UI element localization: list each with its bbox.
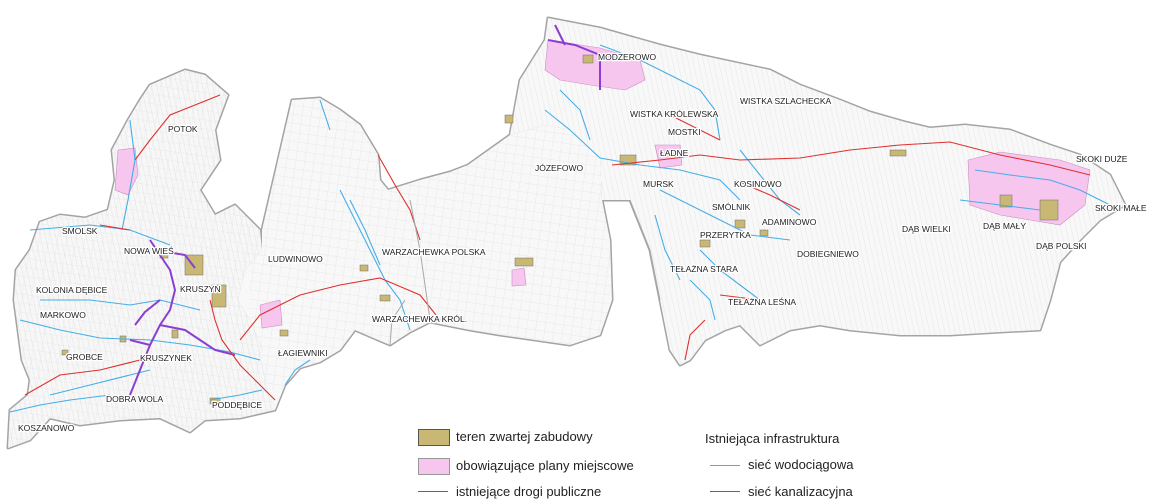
- place-label-halo-podebice: PODDĘBICE: [212, 400, 262, 410]
- local-plans-areas: [114, 39, 1091, 329]
- place-label-halo-jozefowo: JÓZEFOWO: [535, 163, 584, 173]
- place-label-skoki-duze: SKOKI DUŻE: [1076, 154, 1128, 164]
- place-label-halo-skoki-duze: SKOKI DUŻE: [1076, 154, 1128, 164]
- place-label-halo-smolnik: SMÓLNIK: [712, 202, 751, 212]
- place-label-markowo: MARKOWO: [40, 310, 86, 320]
- place-label-warzachewka-polska: WARZACHEWKA POLSKA: [382, 247, 486, 257]
- legend-label-wod: sieć wodociągowa: [748, 457, 854, 472]
- legend-swatch-plany: [418, 458, 450, 475]
- place-label-halo-wistka-szlachecka: WISTKA SZLACHECKA: [740, 96, 831, 106]
- place-label-halo-ladne: ŁADNE: [660, 148, 689, 158]
- place-label-koszanowo: KOSZANOWO: [18, 423, 75, 433]
- district-boundaries: [389, 199, 661, 346]
- place-label-telazna-stara: TEŁAŻNA STARA: [670, 264, 738, 274]
- place-label-warzachewka-krol: WARZACHEWKA KRÓL.: [372, 314, 467, 324]
- place-label-halo-ludwinowo: LUDWINOWO: [268, 254, 323, 264]
- place-label-grobce: GROBCE: [66, 352, 103, 362]
- place-label-modzerowo: MODZEROWO: [598, 52, 656, 62]
- place-label-skoki-male: SKOKI MAŁE: [1095, 203, 1147, 213]
- place-label-halo-nowa-wies: NOWA WIEŚ: [124, 245, 174, 256]
- place-label-ludwinowo: LUDWINOWO: [268, 254, 323, 264]
- place-label-halo-telazna-lesna: TEŁAŻNA LEŚNA: [728, 296, 796, 307]
- place-label-dab-polski: DĄB POLSKI: [1036, 241, 1087, 251]
- place-label-potok: POTOK: [168, 124, 198, 134]
- place-label-halo-kruszyn: KRUSZYN: [180, 284, 221, 294]
- place-label-halo-przerytka: PRZERYTKA: [700, 230, 751, 240]
- place-label-halo-grobce: GROBCE: [66, 352, 103, 362]
- place-label-halo-koszanowo: KOSZANOWO: [18, 423, 75, 433]
- place-label-smolnik: SMÓLNIK: [712, 202, 751, 212]
- legend-label-kan: sieć kanalizacyjna: [748, 484, 853, 499]
- legend-swatch-zabudowa: [418, 429, 450, 446]
- sewage-network: [129, 24, 601, 396]
- place-label-nowa-wies: NOWA WIEŚ: [124, 245, 174, 256]
- legend-label-zabudowa: teren zwartej zabudowy: [456, 429, 593, 444]
- place-label-podebice: PODDĘBICE: [212, 400, 262, 410]
- place-label-halo-adaminowo: ADAMINOWO: [762, 217, 817, 227]
- place-label-mursk: MURSK: [643, 179, 674, 189]
- place-label-ladne: ŁADNE: [660, 148, 689, 158]
- place-label-halo-lagiewniki: ŁAGIEWNIKI: [278, 348, 328, 358]
- legend-label-drogi: istniejące drogi publiczne: [456, 484, 602, 499]
- legend-line-drogi: [418, 491, 448, 492]
- place-label-halo-markowo: MARKOWO: [40, 310, 86, 320]
- place-label-halo-kolonia-debice: KOLONIA DĘBICE: [36, 285, 108, 295]
- place-label-smolsk: SMOLSK: [62, 226, 98, 236]
- place-label-halo-mostki: MOSTKI: [668, 127, 701, 137]
- place-label-halo-dobiegniewo: DOBIEGNIEWO: [797, 249, 859, 259]
- place-label-lagiewniki: ŁAGIEWNIKI: [278, 348, 328, 358]
- public-roads: [24, 94, 1091, 401]
- place-label-halo-mursk: MURSK: [643, 179, 674, 189]
- place-label-halo-wistka-krolewska: WISTKA KRÓLEWSKA: [630, 109, 719, 119]
- place-label-kolonia-debice: KOLONIA DĘBICE: [36, 285, 108, 295]
- place-label-kosinowo: KOSINOWO: [734, 179, 782, 189]
- place-label-dab-maly: DĄB MAŁY: [983, 221, 1026, 231]
- place-label-halo-kruszynek: KRUSZYNEK: [140, 353, 192, 363]
- place-label-halo-kosinowo: KOSINOWO: [734, 179, 782, 189]
- place-label-przerytka: PRZERYTKA: [700, 230, 751, 240]
- place-label-kruszyn: KRUSZYN: [180, 284, 221, 294]
- place-label-halo-skoki-male: SKOKI MAŁE: [1095, 203, 1147, 213]
- place-label-halo-warzachewka-polska: WARZACHEWKA POLSKA: [382, 247, 486, 257]
- place-label-halo-potok: POTOK: [168, 124, 198, 134]
- place-label-halo-telazna-stara: TEŁAŻNA STARA: [670, 264, 738, 274]
- place-label-wistka-krolewska: WISTKA KRÓLEWSKA: [630, 109, 719, 119]
- place-label-halo-dab-polski: DĄB POLSKI: [1036, 241, 1087, 251]
- place-label-halo-dab-maly: DĄB MAŁY: [983, 221, 1026, 231]
- place-label-dobiegniewo: DOBIEGNIEWO: [797, 249, 859, 259]
- legend-label-plany: obowiązujące plany miejscowe: [456, 458, 634, 473]
- place-label-halo-modzerowo: MODZEROWO: [598, 52, 656, 62]
- legend-line-wod: [710, 465, 740, 466]
- place-label-halo-warzachewka-krol: WARZACHEWKA KRÓL.: [372, 314, 467, 324]
- place-label-mostki: MOSTKI: [668, 127, 701, 137]
- legend-infra-title: Istniejąca infrastruktura: [705, 431, 840, 446]
- place-label-telazna-lesna: TEŁAŻNA LEŚNA: [728, 296, 796, 307]
- place-label-halo-smolsk: SMOLSK: [62, 226, 98, 236]
- place-label-adaminowo: ADAMINOWO: [762, 217, 817, 227]
- place-label-dobra-wola: DOBRA WOLA: [106, 394, 163, 404]
- place-label-dab-wielki: DĄB WIELKI: [902, 224, 951, 234]
- place-label-halo-dobra-wola: DOBRA WOLA: [106, 394, 163, 404]
- place-label-halo-dab-wielki: DĄB WIELKI: [902, 224, 951, 234]
- place-label-kruszynek: KRUSZYNEK: [140, 353, 192, 363]
- legend-line-kan: [710, 491, 740, 492]
- place-label-wistka-szlachecka: WISTKA SZLACHECKA: [740, 96, 831, 106]
- place-label-jozefowo: JÓZEFOWO: [535, 163, 584, 173]
